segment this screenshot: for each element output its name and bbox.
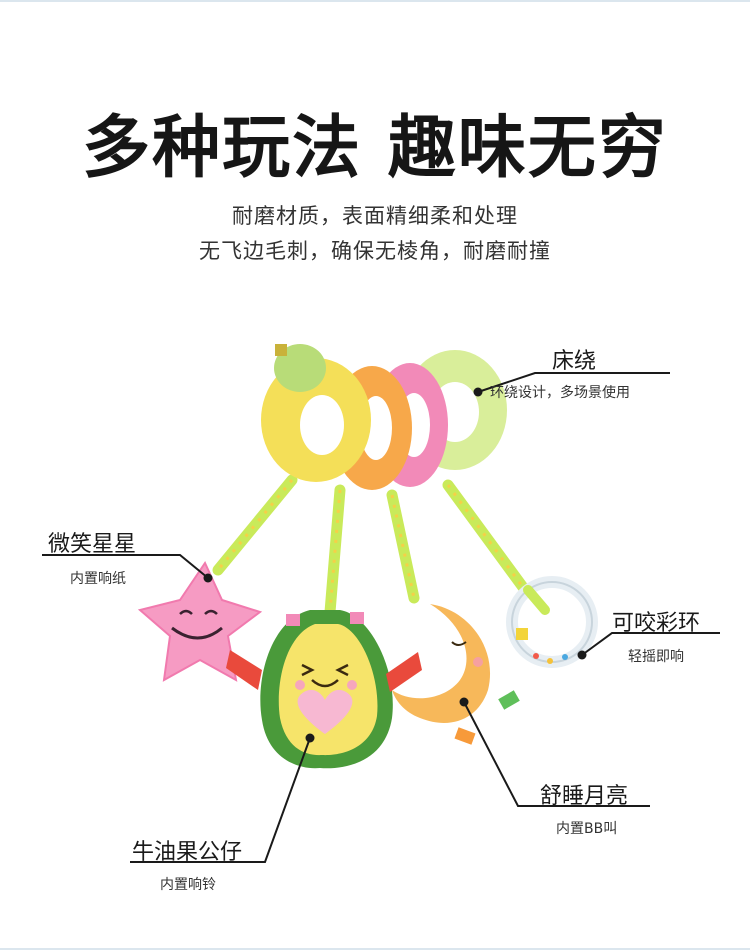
page-headline: 多种玩法 趣味无穷 (82, 109, 668, 188)
ring-charm (516, 628, 528, 640)
avocado-right-arm (386, 652, 422, 692)
strap-star (212, 474, 298, 576)
bottom-border (0, 948, 750, 950)
moon-tag-green (498, 690, 520, 710)
leader-moon (463, 701, 650, 807)
leader-ring (581, 632, 720, 656)
callout-lines (42, 372, 720, 863)
moon-tag-orange (454, 727, 476, 745)
callout-avocado-note: 内置响铃 (160, 877, 216, 893)
hanging-straps (212, 474, 531, 618)
sleeping-moon-toy (392, 604, 520, 745)
avocado-left-arm (226, 650, 262, 690)
callout-moon-title: 舒睡月亮 (540, 784, 629, 809)
leader-star (42, 554, 209, 579)
subtitle-line-1: 耐磨材质，表面精细柔和处理 (232, 204, 518, 228)
strap-pattern (216, 479, 527, 613)
callout-star-title: 微笑星星 (48, 532, 137, 557)
callout-dots (203, 387, 587, 743)
callout-bed-wrap-note: 环绕设计，多场景使用 (490, 385, 630, 401)
leader-bed-wrap (477, 372, 670, 393)
callout-ring-title: 可咬彩环 (612, 611, 701, 636)
leader-avocado (130, 737, 311, 863)
callout-bed-wrap-title: 床绕 (552, 349, 597, 374)
callout-moon-note: 内置BB叫 (556, 821, 618, 837)
subtitle-line-2: 无飞边毛刺，确保无棱角，耐磨耐撞 (199, 239, 551, 263)
callout-ring-note: 轻摇即响 (628, 649, 684, 665)
avocado-doll-toy (226, 610, 422, 769)
callout-avocado-title: 牛油果公仔 (132, 840, 243, 865)
brand-tag (275, 344, 287, 356)
spiral-bed-wrap (261, 344, 507, 490)
top-border (0, 0, 750, 2)
callout-star-note: 内置响纸 (70, 571, 126, 587)
teething-ring-toy (506, 576, 598, 668)
